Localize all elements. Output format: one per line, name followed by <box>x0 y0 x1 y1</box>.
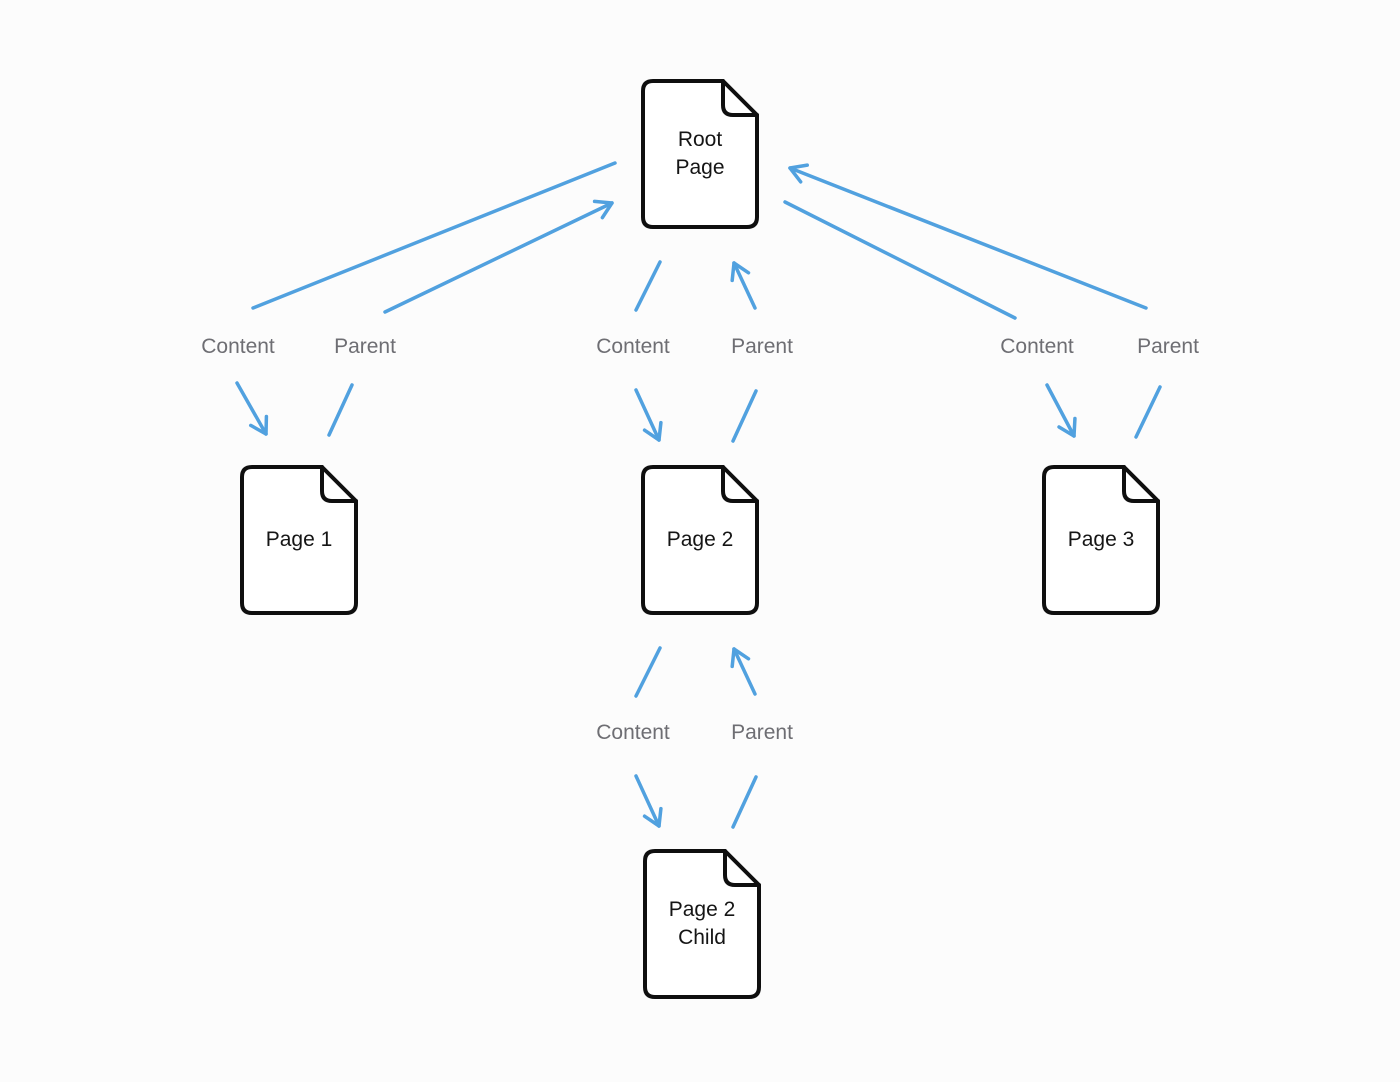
document-fold-icon <box>721 465 759 503</box>
edge-parent-child-to-page2-head <box>730 647 757 696</box>
edge-content-root-to-page1-head <box>235 381 269 436</box>
edge-content-root-to-page2-tail <box>634 260 662 312</box>
edge-label-content-page2child: Content <box>596 721 670 744</box>
document-fold-icon <box>1122 465 1160 503</box>
edge-parent-page2-to-root-head <box>730 261 757 310</box>
node-label-root-page: Root Page <box>675 128 725 179</box>
document-fold-icon <box>721 79 759 117</box>
node-label-page-2: Page 2 <box>666 528 734 551</box>
edge-label-content-page2: Content <box>596 335 670 358</box>
document-icon <box>641 465 759 615</box>
edge-label-parent-page1: Parent <box>334 335 396 358</box>
edge-label-parent-page2child: Parent <box>731 721 793 744</box>
edge-label-content-page3: Content <box>1000 335 1074 358</box>
edge-content-page2-to-child-head <box>634 774 663 828</box>
document-fold-icon <box>723 849 761 887</box>
node-page-2-child: Page 2 Child <box>643 849 761 999</box>
edge-content-root-to-page3-head <box>1045 383 1077 438</box>
edge-label-parent-page2: Parent <box>731 335 793 358</box>
edge-label-parent-page3: Parent <box>1137 335 1199 358</box>
edge-content-root-to-page1-tail <box>251 161 617 310</box>
node-label-page-3: Page 3 <box>1067 528 1135 551</box>
edge-content-root-to-page3-tail <box>783 200 1017 320</box>
edge-parent-child-to-page2-tail <box>731 775 758 829</box>
node-page-3: Page 3 <box>1042 465 1160 615</box>
edge-content-page2-to-child-tail <box>634 646 662 698</box>
edge-content-root-to-page2-head <box>634 388 663 442</box>
edge-parent-page1-to-root-head <box>383 199 614 314</box>
edge-parent-page3-to-root-tail <box>1134 385 1162 439</box>
edge-parent-page3-to-root-head <box>788 163 1148 310</box>
node-label-page-2-child: Page 2 Child <box>668 898 736 949</box>
node-label-page-1: Page 1 <box>265 528 333 551</box>
node-page-1: Page 1 <box>240 465 358 615</box>
document-icon <box>1042 465 1160 615</box>
document-icon <box>641 79 759 229</box>
edge-label-content-page1: Content <box>201 335 275 358</box>
document-icon <box>240 465 358 615</box>
node-page-2: Page 2 <box>641 465 759 615</box>
document-fold-icon <box>320 465 358 503</box>
document-icon <box>643 849 761 999</box>
node-root-page: Root Page <box>641 79 759 229</box>
edge-parent-page2-to-root-tail <box>731 389 758 443</box>
edge-parent-page1-to-root-tail <box>327 383 354 437</box>
